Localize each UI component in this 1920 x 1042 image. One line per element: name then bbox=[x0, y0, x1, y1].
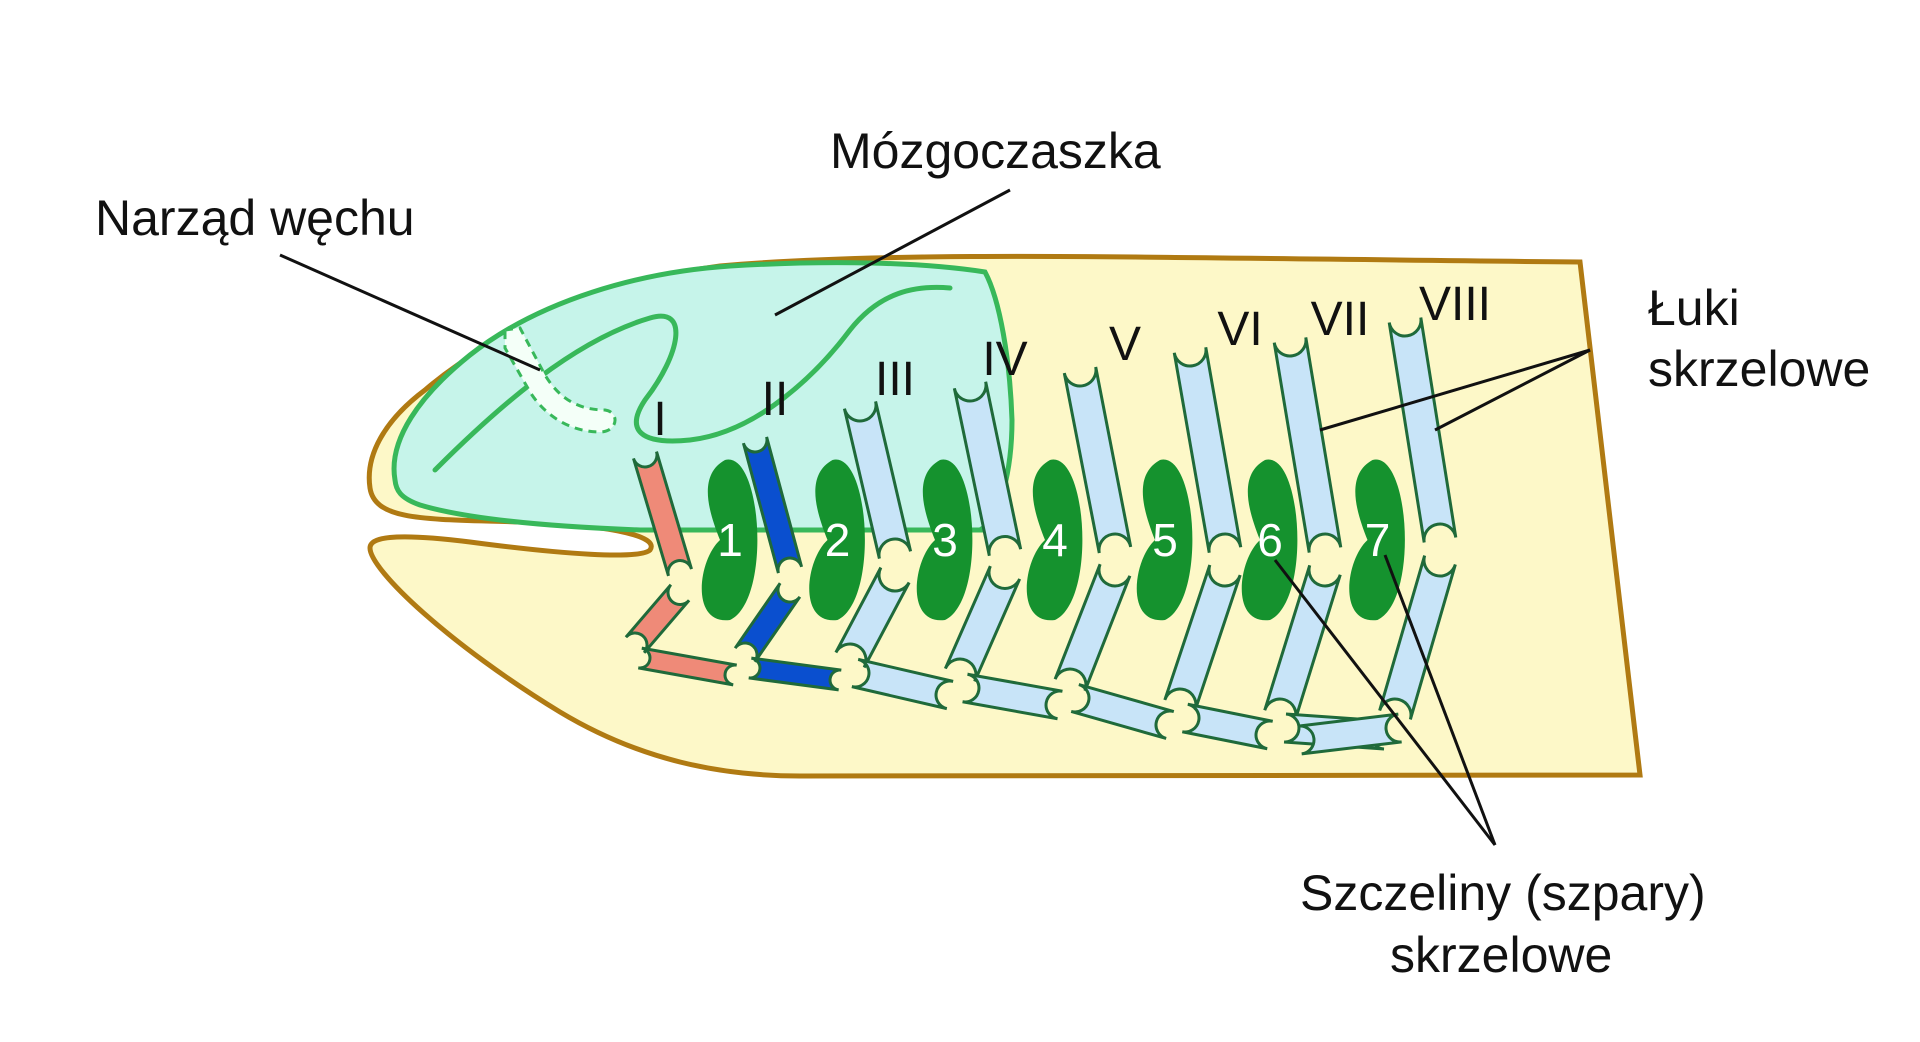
label-arches-line1: Łuki bbox=[1648, 280, 1740, 336]
gill-arch-4-upper bbox=[952, 381, 1023, 557]
slit-number-1: 1 bbox=[717, 514, 743, 566]
gill-arch-6-upper bbox=[1172, 346, 1243, 554]
arch-numeral-7: VII bbox=[1311, 293, 1370, 346]
leader-arches-viii bbox=[1434, 348, 1591, 432]
arch-numeral-2: II bbox=[762, 373, 789, 426]
slit-number-4: 4 bbox=[1042, 514, 1068, 566]
gill-slit-5 bbox=[1136, 459, 1193, 621]
gill-slit-1 bbox=[701, 459, 758, 621]
braincase-inner-ridge bbox=[432, 284, 953, 473]
label-slits-line1: Szczeliny (szpary) bbox=[1300, 865, 1706, 921]
gill-arch-7-upper bbox=[1272, 337, 1343, 553]
gill-arch-3 bbox=[834, 401, 954, 711]
gill-slit-6 bbox=[1241, 459, 1298, 621]
leader-arches-vii bbox=[1319, 348, 1591, 432]
slit-number-5: 5 bbox=[1152, 514, 1178, 566]
gill-arch-3-upper bbox=[842, 401, 913, 559]
leader-olfactory bbox=[279, 253, 541, 372]
leader-slit-7 bbox=[1383, 554, 1497, 846]
gill-slit-7 bbox=[1349, 459, 1405, 621]
slit-number-3: 3 bbox=[932, 514, 958, 566]
slit-number-6: 6 bbox=[1257, 514, 1283, 566]
gill-slit-3 bbox=[916, 459, 973, 621]
gill-slit-4 bbox=[1026, 459, 1083, 621]
slit-number-2: 2 bbox=[825, 514, 851, 566]
gill-arch-1-ventral bbox=[637, 646, 738, 687]
gill-arch-5 bbox=[1053, 366, 1175, 740]
label-slits-line2: skrzelowe bbox=[1390, 927, 1612, 983]
arch-numeral-6: VI bbox=[1217, 303, 1262, 356]
arch-numeral-3: III bbox=[875, 353, 915, 406]
leader-lines bbox=[279, 188, 1591, 846]
gill-arch-4 bbox=[943, 381, 1063, 721]
gill-arch-5-lower bbox=[1053, 563, 1132, 692]
arch-numeral-5: V bbox=[1109, 318, 1141, 371]
leader-slit-6 bbox=[1273, 559, 1497, 846]
olfactory-organ bbox=[503, 326, 617, 434]
label-olfactory-organ: Narząd węchu bbox=[95, 190, 415, 246]
gill-arches bbox=[624, 317, 1458, 756]
gill-arch-2-upper bbox=[741, 436, 804, 574]
label-arches-line2: skrzelowe bbox=[1648, 341, 1870, 397]
gill-slit-2 bbox=[809, 459, 865, 621]
label-braincase: Mózgoczaszka bbox=[830, 123, 1161, 179]
arch-numeral-8: VIII bbox=[1419, 278, 1491, 331]
gill-arch-8-upper bbox=[1387, 317, 1458, 543]
gill-arch-1-upper bbox=[632, 451, 693, 577]
arch-numeral-1: I bbox=[653, 393, 666, 446]
gill-arch-3-lower bbox=[834, 566, 911, 669]
gill-arch-8-ventral bbox=[1298, 712, 1402, 756]
leader-braincase bbox=[774, 188, 1011, 317]
arch-numeral-4: IV bbox=[982, 333, 1027, 386]
braincase bbox=[391, 260, 1015, 533]
gill-arch-6 bbox=[1163, 346, 1274, 751]
